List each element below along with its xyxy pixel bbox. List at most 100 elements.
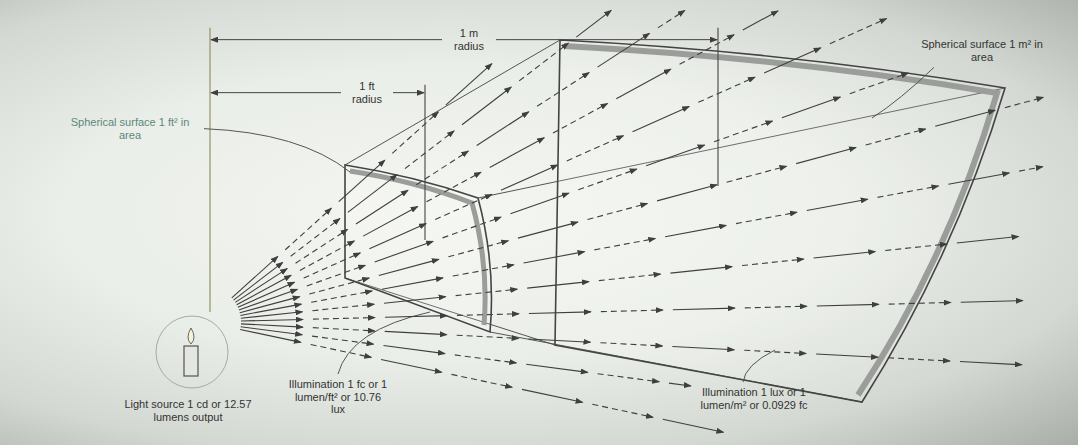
light-ray [529, 339, 591, 342]
light-ray [356, 190, 408, 224]
light-ray [313, 328, 375, 331]
diagram-label: Spherical surface 1 m² in area [912, 38, 1052, 63]
small-surface [345, 165, 492, 332]
leader-line [872, 67, 934, 118]
light-ray [736, 212, 797, 223]
light-ray [232, 256, 278, 297]
light-ray [526, 364, 587, 372]
light-ray [309, 278, 369, 294]
light-ray [446, 64, 492, 105]
light-ray [382, 278, 443, 289]
light-ray [680, 35, 734, 65]
light-ray [527, 282, 589, 288]
diagram-label: 1 m radius [446, 27, 492, 52]
light-ray [519, 43, 568, 81]
light-ray [1005, 97, 1044, 107]
surface-band [564, 46, 997, 395]
dimension-line [496, 39, 717, 40]
light-ray [311, 291, 372, 302]
light-ray [451, 374, 512, 387]
light-ray [457, 314, 519, 316]
light-ray [658, 10, 685, 27]
light-rays [232, 10, 1044, 432]
light-ray [889, 302, 951, 304]
light-ray [670, 267, 732, 273]
light-ray [665, 225, 726, 236]
diagram-label: Illumination 1 fc or 1 lumen/ft² or 10.7… [288, 378, 388, 416]
light-ray [663, 419, 724, 432]
dimension-line [211, 92, 341, 93]
light-ray [312, 336, 373, 344]
light-ray [599, 274, 661, 280]
light-ray [312, 304, 374, 310]
extension-line [424, 85, 425, 240]
light-ray [816, 354, 878, 357]
light-ray [588, 203, 648, 219]
light-ray [426, 172, 480, 202]
light-ray [313, 318, 375, 320]
light-ray [385, 331, 447, 334]
light-ray [443, 217, 501, 238]
light-ray [241, 319, 303, 321]
light-ray [238, 282, 295, 307]
light-ray [456, 289, 518, 295]
light-ray [537, 73, 589, 107]
light-ray [796, 148, 856, 164]
light-ray [304, 253, 361, 278]
light-ray [646, 145, 704, 166]
light-ray [457, 335, 519, 338]
light-ray [241, 327, 302, 335]
light-ray [501, 165, 558, 190]
light-ray [960, 362, 1022, 365]
light-ray [597, 33, 649, 67]
light-ray [744, 350, 806, 353]
light-ray [594, 239, 655, 250]
light-ray [455, 355, 516, 363]
light-ray [598, 374, 659, 382]
light-ray [307, 265, 365, 286]
leader-line [338, 312, 430, 374]
extension-line [209, 28, 210, 312]
light-ray [553, 103, 607, 133]
dimension-lines [210, 28, 718, 312]
light-ray [311, 344, 372, 357]
diagram-label: Illumination 1 lux or 1 lumen/m² or 0.09… [698, 386, 810, 411]
leader-lines [204, 67, 934, 382]
light-ray [240, 329, 301, 342]
light-ray [237, 275, 291, 305]
light-ray [348, 175, 397, 213]
light-ray [453, 265, 514, 276]
dimension-line [393, 92, 424, 93]
light-ray [817, 304, 879, 306]
light-ray [807, 199, 868, 210]
light-ray [448, 241, 508, 257]
light-ray [657, 185, 717, 201]
light-ray [392, 112, 438, 153]
light-ray [885, 244, 947, 250]
light-ray [850, 73, 908, 94]
light-ray [300, 241, 354, 271]
light-ray [435, 194, 492, 219]
light-ray [673, 308, 735, 310]
light-ray [866, 129, 926, 145]
light-ray [764, 48, 821, 73]
light-ray [462, 87, 511, 125]
light-ray [524, 252, 585, 263]
light-ray [957, 236, 1019, 242]
light-ray [669, 383, 691, 386]
light-ray [384, 297, 446, 303]
light-ray [383, 345, 444, 353]
light-ray [743, 11, 778, 30]
light-ray [241, 324, 303, 327]
light-ray [576, 10, 611, 37]
light-ray [240, 304, 301, 315]
dimension-line [211, 39, 442, 40]
light-ray [935, 110, 995, 126]
spherical-surfaces [345, 40, 1005, 402]
light-ray [477, 112, 529, 146]
extension-line [717, 28, 718, 186]
light-ray [241, 312, 303, 318]
light-ray [522, 389, 583, 402]
